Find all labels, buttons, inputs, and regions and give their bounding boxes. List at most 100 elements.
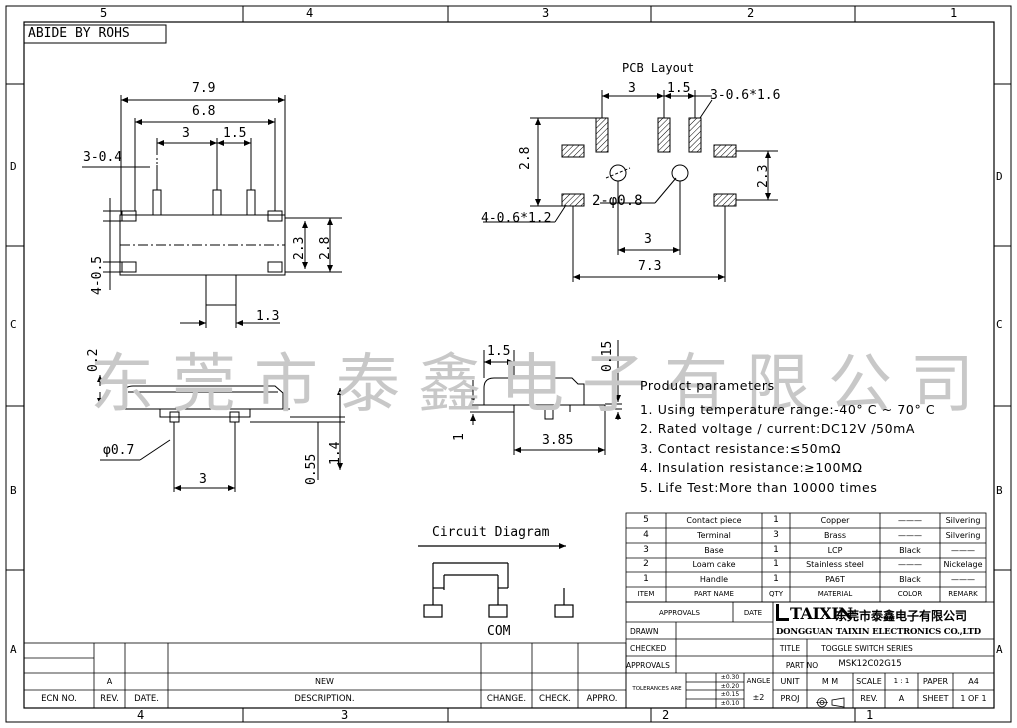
pcb-dim-2-8: 2.8: [518, 146, 533, 170]
paper-label: PAPER: [922, 677, 949, 686]
zone-label-bottom: 2: [662, 708, 670, 722]
projection-symbol-icon: [816, 693, 846, 708]
sheet-label: SHEET: [922, 694, 949, 703]
zone-label-left: B: [10, 484, 17, 497]
zone-label-top: 5: [100, 6, 108, 20]
zone-label-right: B: [996, 484, 1003, 497]
company-watermark: 东莞市泰鑫电子有限公司: [90, 348, 992, 422]
part-no-label: PART NO: [785, 661, 819, 670]
approvals-label: APPROVALS: [659, 609, 700, 617]
zone-label-right: C: [996, 318, 1003, 331]
paper-value: A4: [968, 677, 979, 686]
side-view: [97, 375, 345, 492]
pcb-dim-7-3: 7.3: [638, 259, 662, 274]
dim-pin-width: 3-0.4: [83, 150, 123, 165]
product-parameter-item: 5. Life Test:More than 10000 times: [640, 480, 878, 495]
dim-pin-diameter: φ0.7: [103, 443, 135, 458]
description-header: DESCRIPTION.: [294, 694, 355, 704]
rohs-label: ABIDE BY ROHS: [28, 26, 130, 41]
title-value: TOGGLE SWITCH SERIES: [821, 644, 913, 653]
dim-thickness-0-2: 0.2: [86, 348, 101, 372]
pcb-slot-callout: 3-0.6*1.6: [710, 88, 781, 103]
zone-label-left: D: [10, 160, 17, 173]
product-parameter-item: 2. Rated voltage / current:DC12V /50mA: [640, 421, 916, 436]
ecn-no-header: ECN NO.: [41, 694, 77, 704]
dim-pin-pitch-1-5: 1.5: [223, 126, 247, 141]
scale-label: SCALE: [856, 677, 882, 686]
revision-description: NEW: [315, 677, 334, 686]
zone-label-left: A: [10, 643, 17, 656]
date-label: DATE: [743, 609, 763, 617]
pcb-layout-title: PCB Layout: [622, 61, 695, 75]
zone-label-top: 1: [950, 6, 958, 20]
circuit-diagram-title: Circuit Diagram: [432, 525, 550, 540]
rev-value: A: [898, 694, 905, 703]
drawn-label: DRAWN: [630, 627, 659, 636]
front-view: [82, 95, 342, 328]
pcb-dim-bottom-3: 3: [644, 232, 652, 247]
tolerances-label: TOLERANCES ARE: [632, 686, 682, 692]
rev-label: REV.: [860, 694, 878, 703]
revision-value: A: [106, 677, 113, 686]
dim-pin-pitch-3: 3: [182, 126, 190, 141]
company-logo: TAIXIN: [776, 604, 853, 623]
dim-pin-length-0-55: 0.55: [304, 453, 319, 485]
circuit-diagram: [418, 543, 574, 618]
dim-handle-1-5: 1.5: [487, 344, 511, 359]
unit-label: UNIT: [780, 677, 800, 686]
product-parameter-item: 1. Using temperature range:-40° C ~ 70° …: [640, 402, 936, 417]
bom-table-grid: [625, 512, 987, 603]
pcb-layout: [483, 90, 778, 282]
dim-width-3-85: 3.85: [542, 433, 574, 448]
company-name-cn: 东莞市泰鑫电子有限公司: [835, 609, 968, 623]
dim-height-1-4: 1.4: [328, 441, 343, 465]
zone-label-right: D: [996, 170, 1003, 183]
dim-thickness-0-15: 0.15: [600, 340, 615, 372]
product-parameter-item: 4. Insulation resistance:≥100MΩ: [640, 460, 863, 475]
dim-height-1: 1: [452, 433, 467, 441]
rohs-box: [23, 24, 167, 44]
zone-label-top: 4: [306, 6, 314, 20]
rev-header: REV.: [100, 694, 119, 704]
zone-label-bottom: 3: [341, 708, 349, 722]
pcb-dim-3: 3: [628, 81, 636, 96]
pcb-pad-callout: 4-0.6*1.2: [481, 211, 552, 226]
scale-value: 1 : 1: [893, 677, 910, 685]
appro-header: APPRO.: [586, 694, 618, 704]
dim-height-2-8: 2.8: [318, 236, 333, 260]
product-parameters-title: Product parameters: [640, 378, 775, 393]
title-label: TITLE: [779, 644, 801, 653]
company-name-en: DONGGUAN TAIXIN ELECTRONICS CO.,LTD: [776, 627, 981, 637]
dim-handle-1-3: 1.3: [256, 309, 280, 324]
date-header: DATE.: [134, 694, 159, 704]
circuit-com-label: COM: [487, 624, 511, 639]
change-header: CHANGE.: [486, 694, 527, 704]
logo-text: TAIXIN: [790, 604, 853, 623]
zone-label-top: 2: [747, 6, 755, 20]
check-header: CHECK.: [539, 694, 571, 704]
proj-label: PROJ: [780, 694, 800, 703]
approvals-label-2: APPROVALS: [626, 661, 670, 670]
part-no-value: MSK12C02G15: [838, 659, 902, 669]
pcb-hole-callout: 2-φ0.8: [592, 193, 643, 209]
unit-value: M M: [821, 677, 839, 686]
zone-label-left: C: [10, 318, 17, 331]
angle-label: ANGLE: [746, 677, 771, 685]
zone-label-right: A: [996, 643, 1003, 656]
logo-mark-icon: [776, 604, 789, 621]
dim-inner-width: 6.8: [192, 104, 216, 119]
angle-value: ±2: [752, 693, 765, 702]
dim-height-2-3: 2.3: [292, 236, 307, 260]
dim-overall-width: 7.9: [192, 81, 216, 96]
dim-pin-spacing-3: 3: [199, 472, 207, 487]
checked-label: CHECKED: [630, 644, 667, 653]
zone-label-bottom: 4: [137, 708, 145, 722]
pcb-dim-1-5: 1.5: [667, 81, 691, 96]
dim-tab-4-0-5: 4-0.5: [90, 255, 105, 295]
sheet-value: 1 OF 1: [960, 694, 987, 703]
end-view: [470, 340, 622, 455]
revision-block-grid: [23, 642, 627, 709]
zone-label-top: 3: [542, 6, 550, 20]
